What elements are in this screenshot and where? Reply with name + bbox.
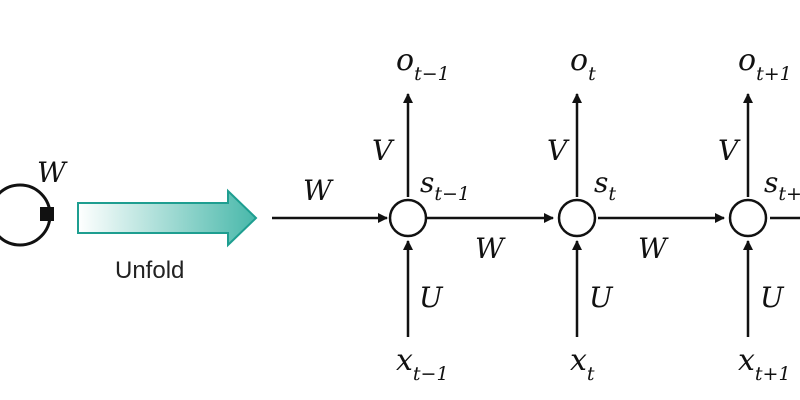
v-label-current: V bbox=[547, 134, 570, 167]
folded-rnn: W bbox=[0, 156, 68, 247]
input-label-prev: xt−1 bbox=[396, 343, 449, 385]
output-label-current: ot bbox=[570, 43, 596, 85]
folded-weight-label: W bbox=[37, 156, 68, 189]
output-symbol-current: o bbox=[570, 43, 588, 78]
u-label-prev: U bbox=[419, 281, 444, 314]
state-sub-prev: t−1 bbox=[434, 183, 470, 205]
state-sub-current: t bbox=[608, 183, 616, 205]
folded-delay-square bbox=[40, 207, 54, 221]
state-node-current bbox=[557, 198, 597, 238]
input-label-next: xt+1 bbox=[738, 343, 791, 385]
recurrent-edge-2: W bbox=[598, 213, 725, 265]
unfold-arrow: Unfold bbox=[77, 188, 258, 284]
state-label-current: st bbox=[594, 166, 616, 205]
recurrent-w-label-2: W bbox=[638, 232, 669, 265]
input-symbol-current: x bbox=[570, 343, 587, 378]
unfold-label: Unfold bbox=[115, 257, 184, 284]
u-label-current: U bbox=[589, 281, 614, 314]
u-label-next: U bbox=[760, 281, 785, 314]
output-sub-current: t bbox=[588, 63, 596, 85]
state-sub-next: t+1 bbox=[778, 183, 800, 205]
incoming-w-label: W bbox=[303, 174, 334, 207]
input-label-current: xt bbox=[570, 343, 595, 385]
state-symbol-next: s bbox=[764, 166, 778, 199]
state-label-prev: st−1 bbox=[420, 166, 470, 205]
output-sub-prev: t−1 bbox=[414, 63, 450, 85]
input-sub-current: t bbox=[587, 363, 595, 385]
output-sub-next: t+1 bbox=[756, 63, 792, 85]
state-symbol-current: s bbox=[594, 166, 608, 199]
state-label-next: st+1 bbox=[764, 166, 800, 205]
output-label-prev: ot−1 bbox=[396, 43, 450, 85]
input-sub-prev: t−1 bbox=[413, 363, 449, 385]
time-step-prev: ot−1 V st−1 U xt−1 bbox=[372, 43, 470, 385]
output-symbol-prev: o bbox=[396, 43, 414, 78]
state-node-prev bbox=[388, 198, 428, 238]
state-node-next bbox=[728, 198, 768, 238]
incoming-edge: W bbox=[272, 174, 388, 223]
state-symbol-prev: s bbox=[420, 166, 434, 199]
input-symbol-prev: x bbox=[396, 343, 413, 378]
recurrent-w-label-1: W bbox=[475, 232, 506, 265]
unfold-arrow-shape bbox=[77, 188, 258, 248]
time-step-current: ot V st U xt bbox=[547, 43, 616, 385]
recurrent-edge-1: W bbox=[427, 213, 554, 265]
output-symbol-next: o bbox=[738, 43, 756, 78]
output-label-next: ot+1 bbox=[738, 43, 792, 85]
time-step-next: ot+1 V st+1 U xt+1 bbox=[718, 43, 800, 385]
input-symbol-next: x bbox=[738, 343, 755, 378]
input-sub-next: t+1 bbox=[755, 363, 791, 385]
v-label-next: V bbox=[718, 134, 741, 167]
v-label-prev: V bbox=[372, 134, 395, 167]
